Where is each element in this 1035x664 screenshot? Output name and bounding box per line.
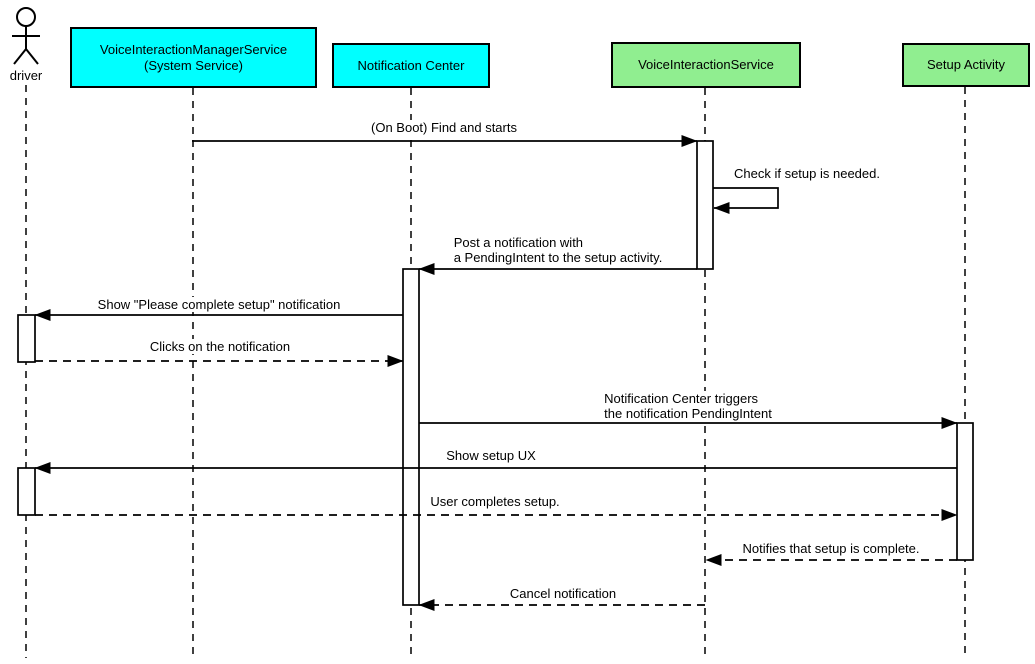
participant-box-voice-interaction-service: VoiceInteractionService: [611, 42, 801, 88]
activation-bar-driver-2: [17, 467, 36, 516]
message-label-show-setup-ux: Show setup UX: [444, 448, 538, 463]
actor-label-driver: driver: [9, 68, 43, 83]
message-label-triggers-pending-intent: Notification Center triggers the notific…: [602, 391, 774, 421]
participant-box-setup-activity: Setup Activity: [902, 43, 1030, 87]
participant-box-notification-center: Notification Center: [332, 43, 490, 88]
message-arrow-check-if-setup-needed-self: [713, 187, 779, 214]
message-label-notifies-setup-complete: Notifies that setup is complete.: [740, 541, 922, 556]
activation-bar-voice-interaction-service: [696, 140, 714, 270]
message-label-user-completes-setup: User completes setup.: [428, 494, 562, 509]
message-label-cancel-notification: Cancel notification: [507, 586, 619, 601]
activation-bar-notification-center: [402, 268, 420, 606]
message-label-post-notification: Post a notification with a PendingIntent…: [451, 235, 665, 265]
message-label-check-if-setup-needed: Check if setup is needed.: [732, 166, 882, 181]
activation-bar-setup-activity: [956, 422, 974, 561]
actor-stick-figure-icon: [12, 7, 40, 65]
activation-bar-driver-1: [17, 314, 36, 363]
message-label-show-complete-setup-notification: Show "Please complete setup" notificatio…: [95, 297, 343, 312]
participant-box-voice-interaction-manager-service: VoiceInteractionManagerService (System S…: [70, 27, 317, 88]
message-label-on-boot-find-and-starts: (On Boot) Find and starts: [369, 120, 519, 135]
message-label-clicks-on-notification: Clicks on the notification: [147, 339, 293, 354]
